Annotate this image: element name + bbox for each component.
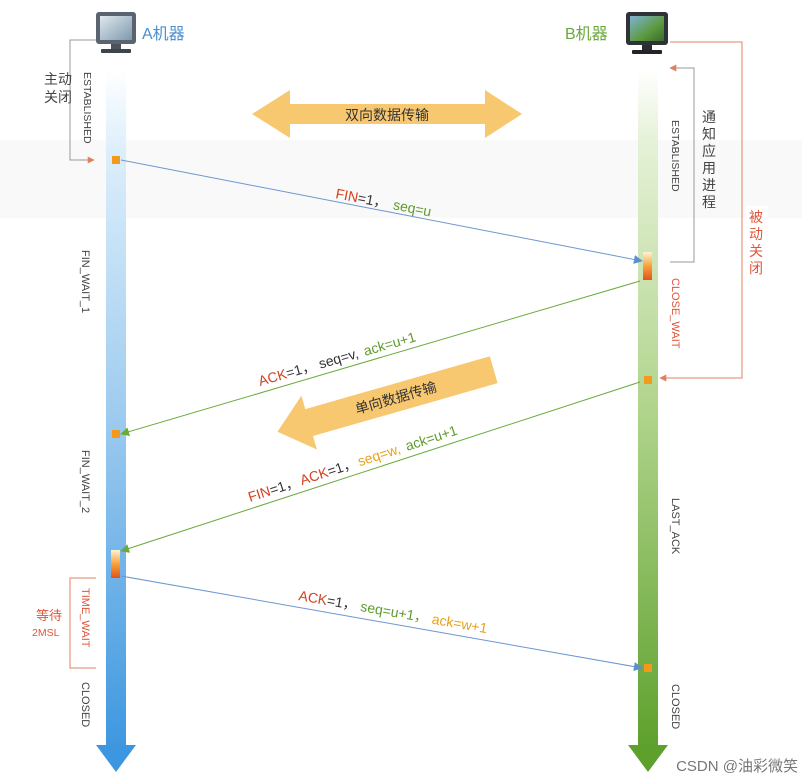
b-passive-close-3: 关 bbox=[749, 243, 763, 259]
b-passive-close-4: 闭 bbox=[749, 260, 763, 276]
a-established-bracket bbox=[69, 39, 96, 164]
message-1-label: FIN=1，seq=u bbox=[334, 185, 432, 219]
a-state-time-wait: TIME_WAIT bbox=[79, 588, 91, 648]
watermark: CSDN @油彩微笑 bbox=[676, 758, 798, 775]
a-state-fin-wait-1: FIN_WAIT_1 bbox=[79, 250, 91, 313]
a-state-closed: CLOSED bbox=[79, 682, 91, 727]
background-band bbox=[0, 140, 802, 218]
a-ack-receive-marker bbox=[112, 430, 120, 438]
b-notify-1: 通 bbox=[702, 109, 716, 125]
b-passive-close-1: 被 bbox=[749, 209, 763, 225]
b-computer-icon bbox=[626, 12, 668, 54]
message-4-part-1: ACK bbox=[297, 587, 329, 608]
host-a-label: A机器 bbox=[142, 25, 185, 43]
a-timeline-arrowhead bbox=[96, 745, 136, 772]
b-notify-6: 程 bbox=[702, 194, 716, 210]
b-state-close-wait: CLOSE_WAIT bbox=[669, 278, 681, 349]
message-1-part-3: seq=u bbox=[392, 196, 433, 219]
message-1-line bbox=[120, 159, 643, 264]
b-fin-send-marker bbox=[644, 376, 652, 384]
b-state-last-ack: LAST_ACK bbox=[669, 498, 681, 555]
b-ack-receive-marker bbox=[644, 664, 652, 672]
bidirectional-transfer-label: 双向数据传输 bbox=[345, 107, 429, 123]
a-state-fin-wait-2: FIN_WAIT_2 bbox=[79, 450, 91, 513]
message-3-line bbox=[120, 381, 641, 553]
bidirectional-transfer-arrow bbox=[252, 90, 522, 138]
message-4-part-2: =1， bbox=[326, 592, 358, 613]
a-active-close-2: 关闭 bbox=[44, 89, 72, 105]
b-close-wait-marker bbox=[643, 252, 652, 280]
message-2-part-2: =1， bbox=[284, 357, 317, 381]
b-state-closed: CLOSED bbox=[669, 684, 681, 729]
message-2-label: ACK=1，seq=v,ack=u+1 bbox=[256, 328, 417, 388]
b-notify-3: 应 bbox=[702, 143, 716, 159]
b-timeline-arrowhead bbox=[628, 745, 668, 772]
a-state-established: ESTABLISHED bbox=[81, 72, 93, 144]
message-3-label: FIN=1，ACK=1，seq=w,ack=u+1 bbox=[246, 422, 459, 505]
message-3-part-6: ack=u+1 bbox=[403, 422, 459, 454]
message-4-line bbox=[120, 575, 643, 672]
a-wait-label-1: 等待 bbox=[36, 608, 62, 623]
message-1-part-1: FIN bbox=[334, 185, 359, 205]
message-2-part-1: ACK bbox=[256, 365, 289, 388]
a-computer-icon bbox=[96, 12, 136, 53]
host-b-label: B机器 bbox=[565, 25, 608, 43]
b-notify-4: 用 bbox=[702, 160, 716, 176]
message-3-part-1: FIN bbox=[246, 483, 272, 505]
b-state-established: ESTABLISHED bbox=[669, 120, 681, 192]
message-2-line bbox=[120, 280, 641, 437]
message-2-part-3: seq=v, bbox=[317, 345, 360, 372]
a-wait-label-2: 2MSL bbox=[32, 627, 60, 639]
message-4-part-3: seq=u+1， bbox=[359, 598, 429, 626]
message-2-part-4: ack=u+1 bbox=[362, 328, 418, 358]
message-3-part-5: seq=w, bbox=[356, 440, 403, 469]
a-timeline bbox=[106, 70, 126, 752]
b-timeline bbox=[638, 70, 658, 752]
b-passive-close-2: 动 bbox=[749, 226, 763, 242]
a-fin-send-marker bbox=[112, 156, 120, 164]
b-notify-2: 知 bbox=[702, 126, 716, 142]
message-4-label: ACK=1，seq=u+1，ack=w+1 bbox=[297, 587, 488, 636]
a-time-wait-marker bbox=[111, 550, 120, 578]
b-notify-5: 进 bbox=[702, 177, 716, 193]
message-1-part-2: =1， bbox=[357, 190, 389, 211]
b-passive-close-bracket bbox=[659, 41, 743, 382]
b-established-bracket bbox=[669, 64, 695, 263]
b-passive-close-bg bbox=[746, 206, 768, 282]
a-time-wait-bracket bbox=[69, 577, 96, 669]
a-active-close-1: 主动 bbox=[44, 71, 72, 87]
